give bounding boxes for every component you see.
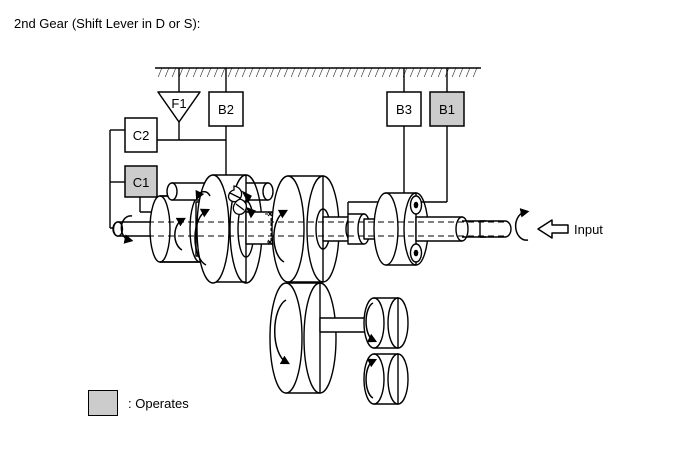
rotation-arrow-upper-cyl <box>195 189 211 201</box>
f1-label: F1 <box>171 96 186 111</box>
element-c2[interactable]: C2 <box>124 117 158 153</box>
input-arrow-icon <box>537 219 569 239</box>
rotation-arrow-center-drum <box>273 209 288 263</box>
b2-label: B2 <box>218 102 234 117</box>
legend-label: : Operates <box>128 396 189 411</box>
legend-swatch <box>88 390 118 416</box>
sun-gear-marker <box>265 211 273 245</box>
counter-gear-assembly <box>269 282 409 405</box>
c2-box <box>124 117 158 153</box>
input-label: Input <box>574 222 603 237</box>
b2-box <box>208 91 244 127</box>
page-title: 2nd Gear (Shift Lever in D or S): <box>14 16 201 31</box>
element-c1[interactable]: C1 <box>124 165 158 198</box>
c2-label: C2 <box>133 128 150 143</box>
b3-box <box>386 91 422 127</box>
element-f1[interactable]: F1 <box>157 91 201 123</box>
rotation-arrow-front-drum <box>194 208 211 266</box>
c1-box <box>124 165 158 198</box>
element-b2[interactable]: B2 <box>208 91 244 127</box>
element-b1[interactable]: B1 <box>429 91 465 127</box>
rotation-arrow-counter-gear <box>273 299 290 365</box>
rotation-arrow-input <box>514 208 530 241</box>
rotation-arrows <box>120 189 530 399</box>
ground-hatch-icon <box>155 67 481 77</box>
rotation-arrow-output <box>120 215 134 244</box>
gear-train-assembly <box>112 174 512 284</box>
rotation-arrow-small-gear-lower <box>365 358 378 399</box>
b1-box <box>429 91 465 127</box>
c1-label: C1 <box>133 175 150 190</box>
b1-label: B1 <box>439 102 455 117</box>
rotation-arrow-sleeve <box>174 217 186 251</box>
b3-label: B3 <box>396 102 412 117</box>
f1-triangle-icon <box>157 91 201 123</box>
element-b3[interactable]: B3 <box>386 91 422 127</box>
rotation-arrow-small-gear-upper <box>365 302 378 343</box>
planetary-pinion-detail <box>227 185 256 219</box>
